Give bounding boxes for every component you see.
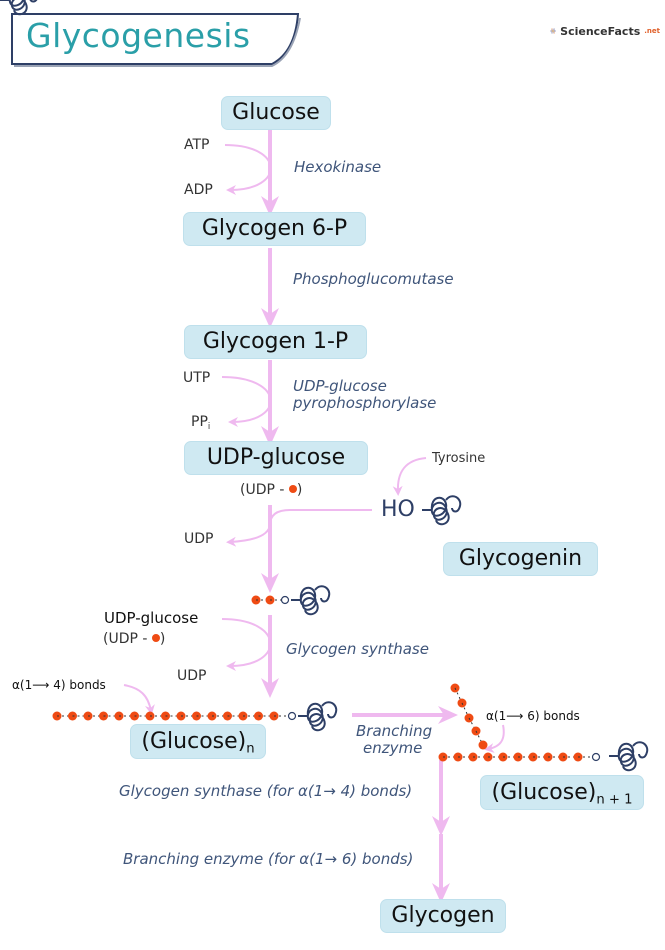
title-banner: Glycogenesis xyxy=(10,12,301,67)
logo-suffix: .net xyxy=(644,27,660,35)
glucose-n-subscript: n xyxy=(246,741,255,757)
arrow-glycogenin-udp xyxy=(226,509,372,547)
hexokinase-label: Hexokinase xyxy=(294,158,382,176)
arrow-bond16 xyxy=(484,724,505,753)
arrow-udpglucose-udp xyxy=(221,618,272,671)
title-banner-shape xyxy=(11,13,301,67)
glucose-n1-subscript: n + 1 xyxy=(596,792,633,808)
udp-glucose-input-notation: (UDP - ) xyxy=(103,631,165,647)
udp-glucose-input-label: UDP-glucose xyxy=(104,609,199,627)
glucose-n-chain xyxy=(52,711,297,721)
adp-label: ADP xyxy=(184,182,213,198)
glycogenin-protein-icon xyxy=(421,495,462,526)
final-branching-label: Branching enzyme (for α(1→ 6) bonds) xyxy=(123,850,414,868)
atom-icon xyxy=(550,28,556,34)
ho-label: HO xyxy=(381,497,415,522)
udp-notation-close: ) xyxy=(296,482,303,498)
branching-enzyme-line1: Branching xyxy=(356,722,433,740)
udp-input-notation-close: ) xyxy=(159,631,166,647)
tyrosine-oxygen xyxy=(591,752,601,762)
arrow-atp-adp xyxy=(224,144,272,195)
udp-out-label-1: UDP xyxy=(184,531,214,547)
arrow-tyrosine xyxy=(392,457,427,496)
arrow-bond14 xyxy=(123,684,155,715)
glucose-box: Glucose xyxy=(221,96,331,130)
ppi-label: PPi xyxy=(191,414,210,431)
glucose-n1-box: (Glucose)n + 1 xyxy=(480,775,644,810)
glucose-n1-chain xyxy=(438,752,601,762)
primer-chain xyxy=(251,595,290,605)
branch-chain xyxy=(450,683,488,750)
page-title: Glycogenesis xyxy=(26,16,251,55)
logo-text: ScienceFacts xyxy=(560,24,641,38)
udp-notation-text: (UDP - xyxy=(240,482,289,498)
udp-input-notation-text: (UDP - xyxy=(103,631,152,647)
primer-protein-icon xyxy=(290,585,331,616)
chain-protein-icon xyxy=(297,701,338,732)
glucose-dot-icon xyxy=(288,485,297,493)
ppi-text: PP xyxy=(191,414,208,430)
branching-enzyme-line2: enzyme xyxy=(363,739,423,757)
glucose-unit xyxy=(478,740,488,750)
g6p-box: Glycogen 6-P xyxy=(183,212,366,246)
final-synthase-label: Glycogen synthase (for α(1→ 4) bonds) xyxy=(119,782,413,800)
g1p-box: Glycogen 1-P xyxy=(184,325,367,359)
bond14-label: α(1⟶ 4) bonds xyxy=(12,678,106,692)
glucose-dot-icon xyxy=(151,634,160,642)
glycogen-box: Glycogen xyxy=(380,899,506,933)
tyrosine-oxygen xyxy=(287,711,297,721)
glucose-n-label: (Glucose) xyxy=(141,729,247,754)
arrow-utp-ppi xyxy=(221,376,272,427)
glucose-n-box: (Glucose)n xyxy=(130,724,266,759)
sciencefacts-logo[interactable]: ScienceFacts .net xyxy=(550,20,660,42)
glycogenin-box: Glycogenin xyxy=(443,542,598,576)
udp-out-label-2: UDP xyxy=(177,668,207,684)
phosphoglucomutase-label: Phosphoglucomutase xyxy=(293,270,454,288)
glucose-chains xyxy=(52,595,601,762)
glucose-n1-label: (Glucose) xyxy=(491,780,597,805)
udp-glucose-notation: (UDP - ) xyxy=(240,482,302,498)
utp-label: UTP xyxy=(183,370,211,386)
atp-label: ATP xyxy=(184,137,210,153)
glycogen-synthase-label: Glycogen synthase xyxy=(286,640,429,658)
bond16-label: α(1⟶ 6) bonds xyxy=(486,709,580,723)
glycogenin-protein-icon xyxy=(0,0,38,16)
tyrosine-label: Tyrosine xyxy=(432,451,486,466)
tyrosine-oxygen xyxy=(280,595,290,605)
ppi-subscript: i xyxy=(207,420,211,431)
udp-pyro-label-line1: UDP-glucose xyxy=(293,377,387,395)
udp-glucose-box: UDP-glucose xyxy=(184,441,368,475)
branched-chain-protein-icon xyxy=(608,741,649,772)
udp-pyro-label-line2: pyrophosphorylase xyxy=(293,394,437,412)
